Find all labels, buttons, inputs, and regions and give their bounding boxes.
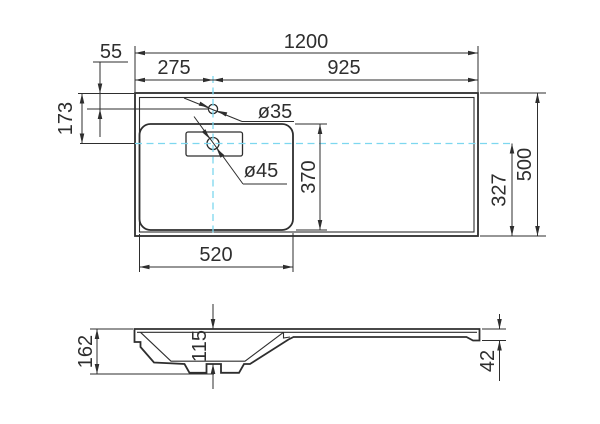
arrowhead: [139, 264, 150, 270]
arrowhead: [509, 143, 515, 154]
dim-tap-hole-diameter: ø35: [183, 97, 294, 123]
arrowhead: [135, 77, 145, 83]
dim-label: 500: [514, 148, 536, 181]
dim-tap-hole-offset: 55: [78, 41, 208, 137]
plan-view: [80, 76, 512, 237]
dim-label: 173: [55, 102, 77, 135]
arrowhead: [79, 133, 85, 144]
arrowhead: [79, 93, 85, 104]
dim-total-height: 162: [75, 328, 214, 375]
arrowhead: [283, 264, 293, 270]
arrowhead: [468, 77, 478, 83]
arrowhead: [468, 50, 478, 56]
arrowhead: [201, 129, 210, 139]
arrowhead: [94, 364, 100, 374]
arrowhead: [317, 220, 323, 230]
dim-edge-height: 42: [477, 314, 506, 381]
dim-drain-diameter: ø45: [193, 116, 287, 185]
arrowhead: [97, 109, 103, 119]
dim-label: 1200: [284, 31, 329, 53]
dim-label: 42: [477, 350, 499, 372]
dim-bowl-width: 520: [139, 233, 294, 272]
dim-label: 162: [75, 335, 97, 368]
arrowhead: [535, 93, 540, 103]
arrowhead: [97, 83, 103, 94]
dim-right-span: 925: [213, 57, 478, 83]
dim-label: 520: [199, 244, 232, 266]
dim-bowl-depth: 370: [295, 123, 327, 231]
arrowhead: [210, 364, 216, 374]
section-bowl-interior: [140, 331, 284, 362]
section-view: [133, 328, 481, 374]
arrowhead: [203, 77, 213, 83]
basin-outline: [134, 92, 479, 237]
dim-label: ø45: [244, 160, 278, 182]
section-outline: [133, 328, 481, 374]
dim-label: 370: [298, 160, 320, 193]
arrowhead: [217, 110, 228, 117]
dim-total-depth: 500: [480, 92, 546, 237]
dim-left-span: 275: [135, 57, 213, 83]
arrowhead: [509, 226, 515, 236]
dim-label: 327: [489, 173, 511, 206]
dim-inner-depth: 115: [189, 304, 216, 389]
arrowhead: [94, 329, 100, 339]
arrowhead: [135, 50, 145, 56]
arrowhead: [317, 124, 323, 134]
dim-label: 55: [100, 41, 122, 63]
dim-label: ø35: [258, 101, 292, 123]
dim-total-width: 1200: [134, 31, 479, 92]
arrowhead: [497, 319, 502, 329]
dim-rear-offset: 327: [489, 143, 515, 236]
arrowhead: [535, 226, 540, 236]
arrowhead: [210, 319, 216, 329]
dim-label: 275: [157, 57, 190, 79]
dim-label: 925: [327, 57, 360, 79]
section-overflow-step: [282, 332, 291, 339]
arrowhead: [497, 340, 502, 351]
arrowhead: [213, 77, 223, 83]
dim-label: 115: [189, 330, 211, 362]
arrowhead: [216, 148, 225, 158]
bowl-outline: [138, 123, 294, 231]
arrowhead: [198, 101, 209, 108]
dim-drain-offset: 173: [55, 93, 85, 144]
